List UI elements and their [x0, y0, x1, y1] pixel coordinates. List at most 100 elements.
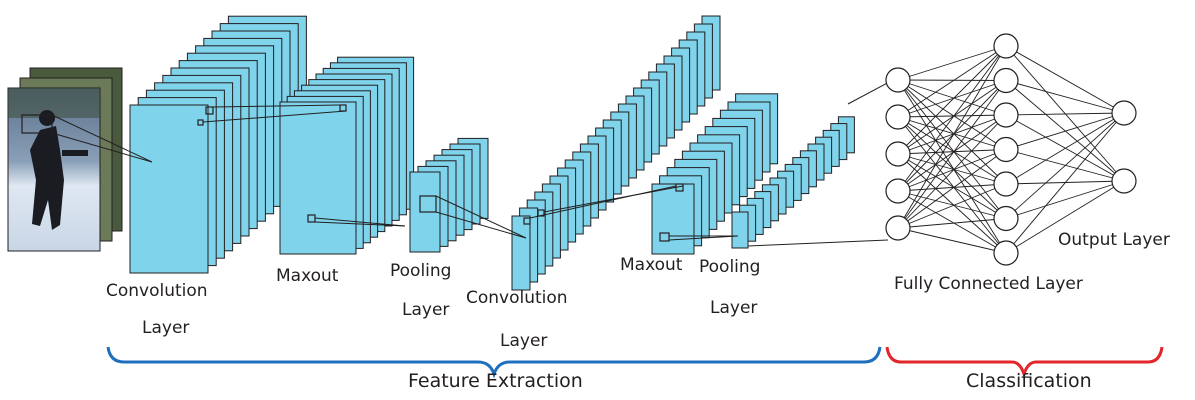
connector-line: [543, 185, 684, 213]
fc-edge: [1005, 112, 1125, 150]
connector-line: [435, 211, 527, 239]
receptive-field-box: [659, 232, 670, 242]
fc-edge: [1005, 180, 1125, 254]
fc-hidden-node: [993, 136, 1019, 163]
maxout2-front-map: [651, 183, 695, 255]
fully-connected-network: [885, 33, 1137, 266]
maxout1-front-map: [279, 101, 357, 255]
fc-edge: [1005, 112, 1125, 254]
conv1-label-line2: Layer: [142, 318, 190, 338]
receptive-field-box: [419, 195, 437, 213]
fc-edge: [897, 79, 1007, 219]
pool1-label-line1: Pooling: [390, 261, 452, 281]
fc-edge: [1005, 45, 1125, 182]
fc-edge: [897, 190, 1007, 219]
fc-output-node: [1111, 100, 1137, 126]
conv1-front-map: [129, 104, 209, 274]
fc-input-node: [885, 141, 911, 167]
connector-line: [529, 185, 677, 219]
fc-edge: [897, 79, 1007, 185]
classification-brace: [885, 346, 1164, 379]
fc-edge: [897, 227, 1007, 254]
conv2-label-line2: Layer: [500, 331, 548, 351]
connector-line: [51, 114, 153, 163]
receptive-field-box: [205, 106, 214, 115]
fc-input-node: [885, 67, 911, 93]
fc-edge: [897, 183, 1007, 229]
fc-edge: [897, 114, 1007, 229]
connector-line: [202, 110, 347, 123]
fc-edge: [897, 45, 1007, 155]
pool1-label-line2: Layer: [402, 300, 450, 320]
fc-edge: [897, 80, 1007, 192]
fc-edge: [897, 116, 1007, 150]
receptive-field-box: [197, 119, 204, 126]
connector-line: [314, 221, 406, 227]
fc-edge: [897, 149, 1007, 192]
connector-line: [847, 79, 894, 105]
fc-edge: [1005, 45, 1125, 114]
fc-edge: [1005, 180, 1125, 219]
fc-edge: [897, 183, 1007, 192]
connector-line: [668, 235, 739, 241]
classification-label: Classification: [966, 370, 1092, 392]
feature-extraction-label: Feature Extraction: [408, 370, 583, 392]
fc-edge: [897, 45, 1007, 81]
fc-edge: [897, 153, 1007, 254]
fc-edge: [897, 116, 1007, 254]
fc-input-node: [885, 215, 911, 241]
input-receptive-field: [21, 114, 53, 134]
connector-line: [51, 132, 153, 163]
fc-edge: [897, 116, 1007, 219]
fc-edge: [897, 218, 1007, 229]
fc-edge: [897, 79, 1007, 150]
fc-edge: [897, 153, 1007, 219]
receptive-field-box: [523, 217, 531, 225]
conv1-label-line1: Convolution: [106, 281, 208, 301]
conv2-front-map: [511, 215, 531, 291]
output-layer-label: Output Layer: [1058, 230, 1170, 250]
fc-hidden-node: [993, 67, 1019, 94]
fc-edge: [897, 116, 1007, 185]
fc-edge: [1005, 112, 1125, 219]
fc-hidden-node: [993, 205, 1019, 232]
fc-edge: [1005, 112, 1125, 116]
fc-edge: [897, 79, 1007, 81]
connector-line: [435, 195, 527, 239]
pool2-label-line2: Layer: [710, 298, 758, 318]
fc-edge: [1005, 80, 1125, 114]
connector-line: [314, 217, 406, 227]
fc-hidden-node: [993, 171, 1019, 197]
maxout2-label: Maxout: [620, 255, 683, 275]
fc-edge: [897, 79, 1007, 254]
fc-edge: [897, 45, 1007, 118]
input-photo: [7, 87, 101, 252]
pool2-label-line1: Pooling: [699, 257, 761, 277]
fc-edge: [897, 45, 1007, 229]
pool1-feature-maps: [409, 137, 489, 253]
connector-line: [212, 104, 341, 108]
fc-edge: [897, 80, 1007, 118]
feature-extraction-brace: [106, 346, 882, 379]
fc-output-node: [1111, 168, 1137, 194]
fc-edge: [1005, 112, 1125, 185]
fc-edge: [897, 80, 1007, 229]
fc-connections: [897, 45, 1125, 254]
input-image-stack: [7, 67, 123, 252]
fc-hidden-node: [993, 240, 1019, 266]
conv2-feature-maps: [511, 15, 721, 291]
maxout1-feature-maps: [279, 56, 415, 255]
conv2-label-line1: Convolution: [466, 288, 568, 308]
fc-edge: [897, 79, 1007, 116]
maxout1-label: Maxout: [276, 266, 339, 286]
fc-input-node: [885, 178, 911, 204]
fc-hidden-node: [993, 33, 1019, 59]
fc-hidden-node: [993, 102, 1019, 128]
fc-edge: [897, 80, 1007, 155]
fc-edge: [897, 190, 1007, 254]
pool2-feature-maps: [731, 116, 855, 249]
fc-edge: [897, 153, 1007, 185]
fc-edge: [897, 149, 1007, 155]
fc-edge: [897, 114, 1007, 155]
